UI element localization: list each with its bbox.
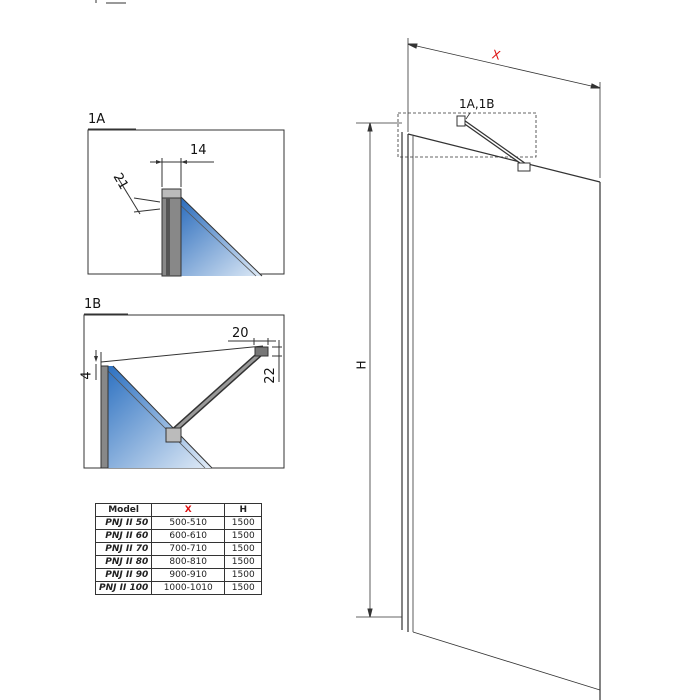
cell-model: PNJ II 50 [94, 516, 153, 530]
cell-x: 500-510 [151, 516, 226, 530]
main-panel [356, 38, 601, 700]
cell-h: 1500 [224, 516, 263, 530]
cell-x: 900-910 [151, 568, 226, 582]
table-row: PNJ II 80 800-810 1500 [94, 555, 263, 569]
height-label: H [354, 360, 369, 370]
spec-table-header: Model X H [94, 503, 263, 517]
dim-1b-height: 22 [262, 367, 278, 384]
header-model: Model [94, 503, 153, 517]
corner-fragment [95, 0, 126, 4]
table-row: PNJ II 70 700-710 1500 [94, 542, 263, 556]
cell-model: PNJ II 70 [94, 542, 153, 556]
cell-model: PNJ II 60 [94, 529, 153, 543]
cell-model: PNJ II 90 [94, 568, 153, 582]
detail-1a-box [87, 128, 285, 277]
cell-h: 1500 [224, 542, 263, 556]
cell-h: 1500 [224, 555, 263, 569]
detail-1b-label: 1B [84, 297, 102, 312]
cell-x: 1000-1010 [151, 581, 226, 595]
table-row: PNJ II 50 500-510 1500 [94, 516, 263, 530]
detail-1a-label: 1A [88, 112, 106, 127]
cell-h: 1500 [224, 529, 263, 543]
table-row: PNJ II 60 600-610 1500 [94, 529, 263, 543]
table-row: PNJ II 100 1000-1010 1500 [94, 581, 263, 595]
detail-reference-label: 1A,1B [459, 97, 495, 111]
cell-model: PNJ II 80 [94, 555, 153, 569]
header-h: H [224, 503, 263, 517]
spec-table: Model X H PNJ II 50 500-510 1500 PNJ II … [94, 503, 263, 595]
cell-x: 800-810 [151, 555, 226, 569]
table-row: PNJ II 90 900-910 1500 [94, 568, 263, 582]
dim-1a-width: 14 [190, 143, 207, 158]
cell-x: 700-710 [151, 542, 226, 556]
dim-1b-width: 20 [232, 326, 249, 341]
cell-h: 1500 [224, 581, 263, 595]
detail-1b-box [83, 313, 285, 469]
cell-model: PNJ II 100 [94, 581, 153, 595]
cell-h: 1500 [224, 568, 263, 582]
header-x: X [151, 503, 226, 517]
cell-x: 600-610 [151, 529, 226, 543]
dim-1b-side: 4 [79, 371, 95, 380]
